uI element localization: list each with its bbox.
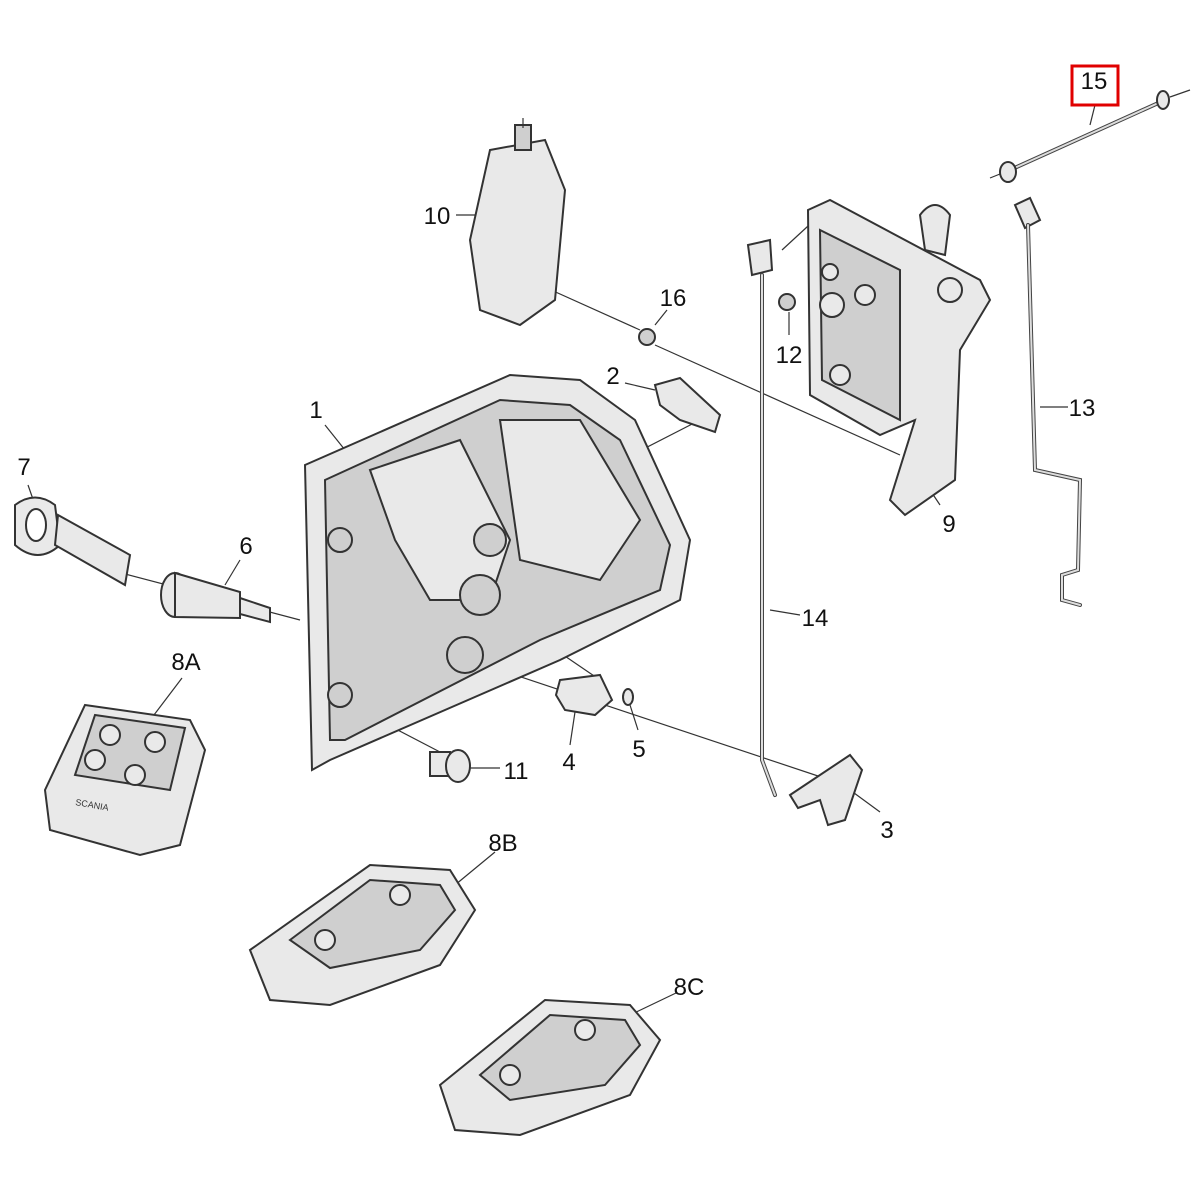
part-12-screw[interactable] [778, 293, 796, 311]
label-5[interactable]: 5 [632, 736, 645, 763]
part-3-lever[interactable] [788, 753, 864, 827]
label-16[interactable]: 16 [660, 285, 687, 312]
label-8b[interactable]: 8B [488, 830, 517, 857]
label-3[interactable]: 3 [880, 817, 893, 844]
part-4-bracket[interactable] [554, 673, 614, 717]
label-4[interactable]: 4 [562, 749, 575, 776]
label-9[interactable]: 9 [942, 511, 955, 538]
part-8c-remote-fob[interactable] [438, 998, 662, 1137]
label-10[interactable]: 10 [424, 203, 451, 230]
label-13[interactable]: 13 [1069, 395, 1096, 422]
label-1[interactable]: 1 [309, 397, 322, 424]
label-6[interactable]: 6 [239, 533, 252, 560]
part-8b-remote-fob[interactable] [248, 863, 477, 1007]
part-labels: 1 2 3 4 5 6 7 8A 8B 8C 9 10 11 12 13 14 … [17, 64, 1120, 1001]
label-8a[interactable]: 8A [171, 649, 200, 676]
part-6-lock-cylinder[interactable] [160, 571, 271, 624]
label-7[interactable]: 7 [17, 454, 30, 481]
label-2[interactable]: 2 [606, 363, 619, 390]
label-12[interactable]: 12 [776, 342, 803, 369]
label-11[interactable]: 11 [504, 758, 529, 785]
part-5-plug[interactable] [622, 688, 634, 706]
part-2-clip[interactable] [653, 376, 722, 434]
label-8c[interactable]: 8C [674, 974, 705, 1001]
part-8a-remote-fob[interactable]: SCANIA [43, 703, 207, 857]
part-10-actuator[interactable] [468, 118, 567, 327]
part-15-cable[interactable] [989, 89, 1191, 183]
highlight-box [1070, 64, 1120, 107]
label-14[interactable]: 14 [802, 605, 829, 632]
part-9-lock-mechanism[interactable] [806, 198, 992, 517]
part-13-rod[interactable] [1013, 196, 1083, 607]
part-1-handle-housing[interactable] [303, 373, 692, 772]
part-7-key[interactable] [14, 496, 132, 587]
label-15[interactable]: 15 [1081, 68, 1108, 95]
part-14-rod[interactable] [746, 238, 777, 797]
part-16-screw[interactable] [638, 328, 656, 346]
part-11-screw[interactable] [429, 749, 471, 783]
